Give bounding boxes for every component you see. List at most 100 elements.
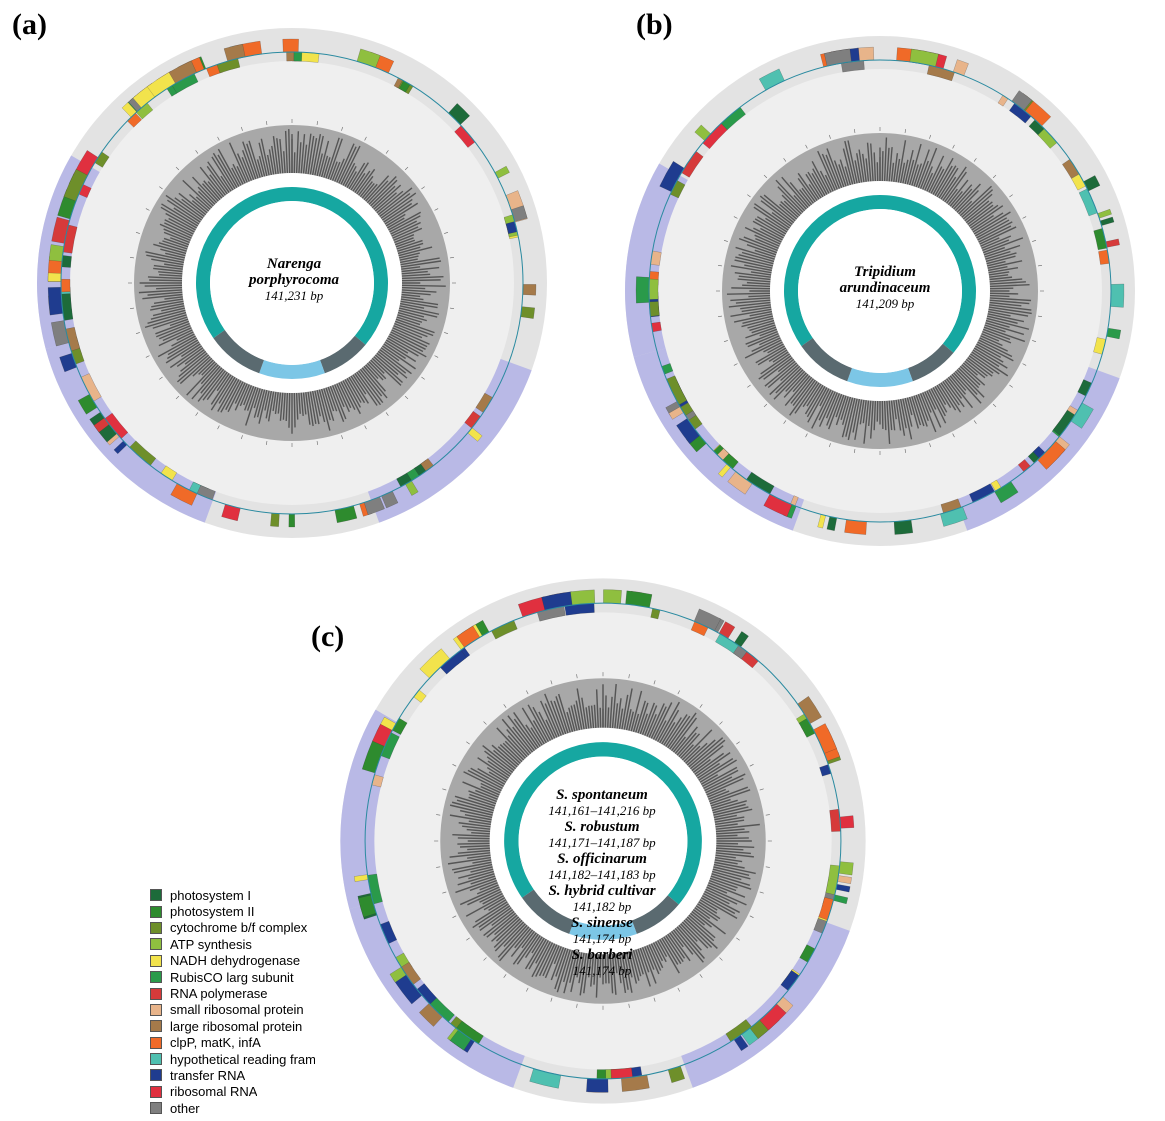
- gc-bar: [625, 709, 632, 731]
- gc-bar: [595, 689, 599, 728]
- gc-bar: [168, 217, 195, 233]
- gc-bar: [713, 866, 750, 876]
- gc-bar: [685, 918, 718, 949]
- gc-bar: [644, 946, 655, 970]
- gc-bar: [911, 164, 919, 186]
- gc-bar: [217, 377, 238, 412]
- gc-bar: [936, 165, 957, 198]
- gc-bar: [932, 157, 954, 195]
- gc-bar: [681, 921, 709, 949]
- gc-bar: [741, 251, 775, 263]
- gc-bar: [162, 327, 192, 342]
- gc-bar: [854, 160, 861, 184]
- gc-bar: [305, 392, 311, 425]
- gc-bar: [392, 226, 419, 239]
- gc-bar: [555, 947, 567, 977]
- panel-label-b: (b): [636, 8, 673, 41]
- gc-bar: [180, 350, 207, 372]
- gc-bar: [781, 194, 802, 215]
- gc-bar: [486, 912, 517, 938]
- gc-bar: [399, 302, 425, 309]
- gc-bar: [728, 301, 771, 308]
- gc-bar: [988, 308, 1029, 317]
- gc-bar: [893, 153, 899, 182]
- gc-bar: [327, 138, 343, 180]
- gc-bar: [210, 374, 232, 405]
- kb-tick: [747, 194, 751, 198]
- genome-length: 141,182 bp: [572, 899, 632, 914]
- gc-bar: [715, 823, 760, 830]
- gc-bar: [158, 242, 187, 252]
- gc-bar: [625, 951, 633, 978]
- gc-bar: [469, 879, 498, 892]
- gc-bar: [476, 884, 499, 895]
- gc-bar: [983, 246, 1005, 256]
- gc-bar: [742, 315, 774, 324]
- gc-bar: [932, 387, 948, 413]
- gc-bar: [692, 758, 711, 774]
- gc-bar: [535, 942, 554, 977]
- kb-tick: [829, 443, 831, 448]
- gc-bar: [401, 279, 441, 282]
- gc-bar: [253, 388, 261, 409]
- gc-bar: [512, 726, 534, 753]
- gc-bar: [590, 705, 595, 729]
- gc-bar: [370, 179, 398, 207]
- gc-bar: [477, 757, 510, 779]
- gc-bar: [676, 732, 697, 756]
- gc-bar: [302, 144, 308, 174]
- gc-bar: [686, 916, 715, 942]
- gc-bar: [980, 335, 1003, 347]
- gc-bar: [258, 142, 268, 177]
- kb-tick: [973, 158, 977, 162]
- gc-bar: [398, 307, 438, 318]
- gc-bar: [153, 298, 184, 305]
- gc-bar: [737, 278, 771, 283]
- gc-bar: [888, 147, 893, 182]
- kb-tick: [783, 158, 787, 162]
- gc-bar: [734, 259, 773, 269]
- legend-swatch: [150, 987, 162, 1000]
- kb-tick: [195, 412, 199, 416]
- gc-bar: [394, 320, 434, 337]
- legend-swatch: [150, 905, 162, 918]
- kb-tick: [736, 937, 740, 941]
- gc-bar: [463, 771, 502, 792]
- kb-tick: [717, 265, 723, 267]
- center-label-c: S. spontaneum 141,161–141,216 bp S. robu…: [525, 787, 679, 979]
- gc-bar: [979, 337, 1009, 352]
- gc-bar: [678, 924, 702, 951]
- gc-bar: [391, 329, 428, 348]
- gc-bar: [780, 364, 799, 382]
- gc-bar: [156, 322, 190, 338]
- gc-bar: [459, 845, 490, 848]
- gc-bar: [852, 398, 861, 433]
- kb-tick: [550, 997, 553, 1002]
- gc-bar: [951, 373, 967, 391]
- gc-bar: [767, 362, 798, 389]
- gc-bar: [581, 697, 588, 730]
- gc-bar: [630, 690, 643, 732]
- gc-bar: [715, 823, 738, 828]
- gc-bar: [890, 162, 895, 182]
- gc-bar: [380, 192, 417, 219]
- gc-bar: [949, 190, 963, 207]
- gc-bar: [716, 845, 755, 849]
- gc-bar: [279, 139, 284, 174]
- gc-bar: [700, 774, 719, 785]
- gc-bar: [847, 398, 858, 441]
- gc-bar: [691, 910, 712, 928]
- gc-bar: [452, 861, 492, 871]
- gc-bar: [819, 170, 832, 193]
- gc-bar: [147, 276, 183, 280]
- gc-bar: [979, 226, 1017, 245]
- gc-bar: [149, 279, 183, 282]
- gc-bar: [186, 362, 218, 396]
- gc-bar: [197, 368, 225, 402]
- gc-bar: [701, 894, 736, 915]
- kb-tick: [904, 128, 906, 134]
- gc-bar: [742, 284, 771, 288]
- gc-bar: [856, 153, 863, 183]
- gc-bar: [398, 252, 420, 259]
- gc-bar: [981, 332, 1000, 342]
